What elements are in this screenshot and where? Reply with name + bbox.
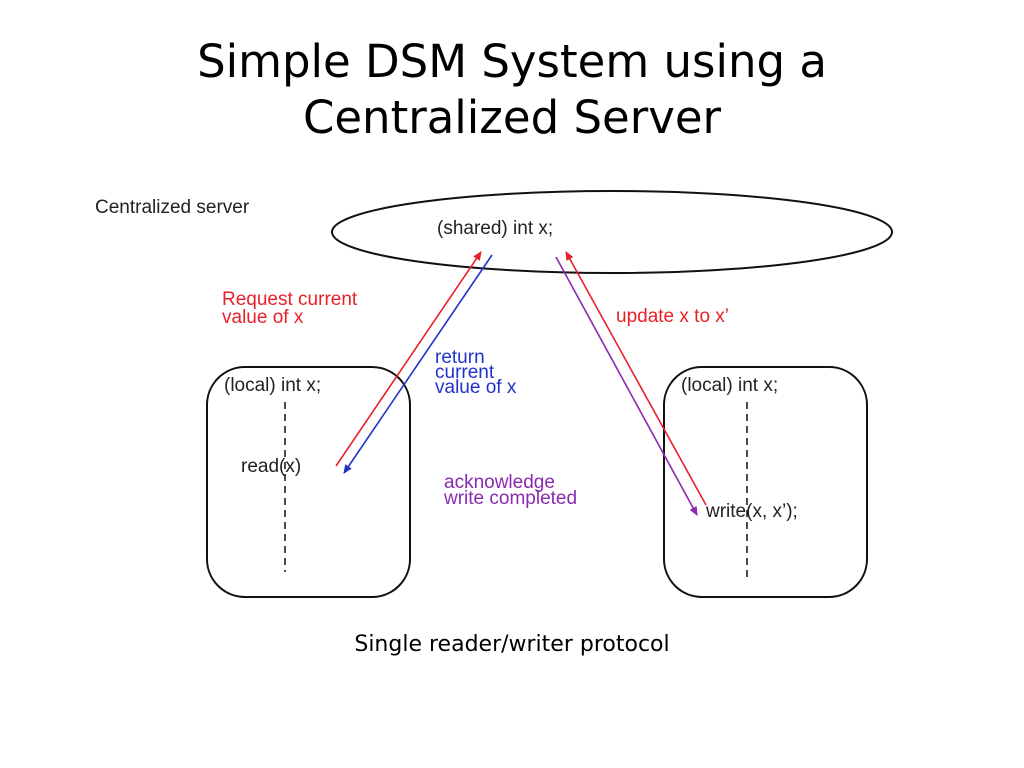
- writer-write-op: write(x, x’);: [705, 501, 798, 522]
- request-label-line-2: value of x: [222, 307, 304, 328]
- return-label-line-2: current: [435, 362, 495, 383]
- request-label: Request current value of x: [222, 289, 362, 328]
- acknowledge-arrow: [555, 256, 698, 516]
- server-label: Centralized server: [95, 197, 250, 218]
- title-line-1: Simple DSM System using a: [197, 35, 827, 88]
- request-arrow: [335, 251, 482, 467]
- update-arrow: [565, 251, 707, 506]
- reader-local-variable: (local) int x;: [224, 375, 321, 396]
- return-label-line-3: value of x: [435, 377, 517, 398]
- slide-title: Simple DSM System using a Centralized Se…: [0, 34, 1024, 146]
- acknowledge-label-line-2: write completed: [443, 488, 577, 509]
- update-label: update x to x’: [616, 306, 729, 327]
- title-line-2: Centralized Server: [302, 91, 722, 144]
- slide-caption: Single reader/writer protocol: [354, 632, 670, 657]
- writer-node-box: [663, 366, 868, 598]
- reader-node-box: [206, 366, 411, 598]
- acknowledge-label: acknowledge write completed: [443, 472, 577, 509]
- reader-read-op: read(x): [241, 456, 301, 477]
- acknowledge-label-line-1: acknowledge: [444, 472, 555, 493]
- return-label: return current value of x: [435, 347, 517, 398]
- writer-local-variable: (local) int x;: [681, 375, 778, 396]
- server-ellipse: [331, 190, 893, 274]
- return-arrow: [343, 254, 493, 474]
- return-label-line-1: return: [435, 347, 485, 368]
- server-shared-variable: (shared) int x;: [437, 218, 553, 239]
- request-label-line-1: Request current: [222, 289, 358, 310]
